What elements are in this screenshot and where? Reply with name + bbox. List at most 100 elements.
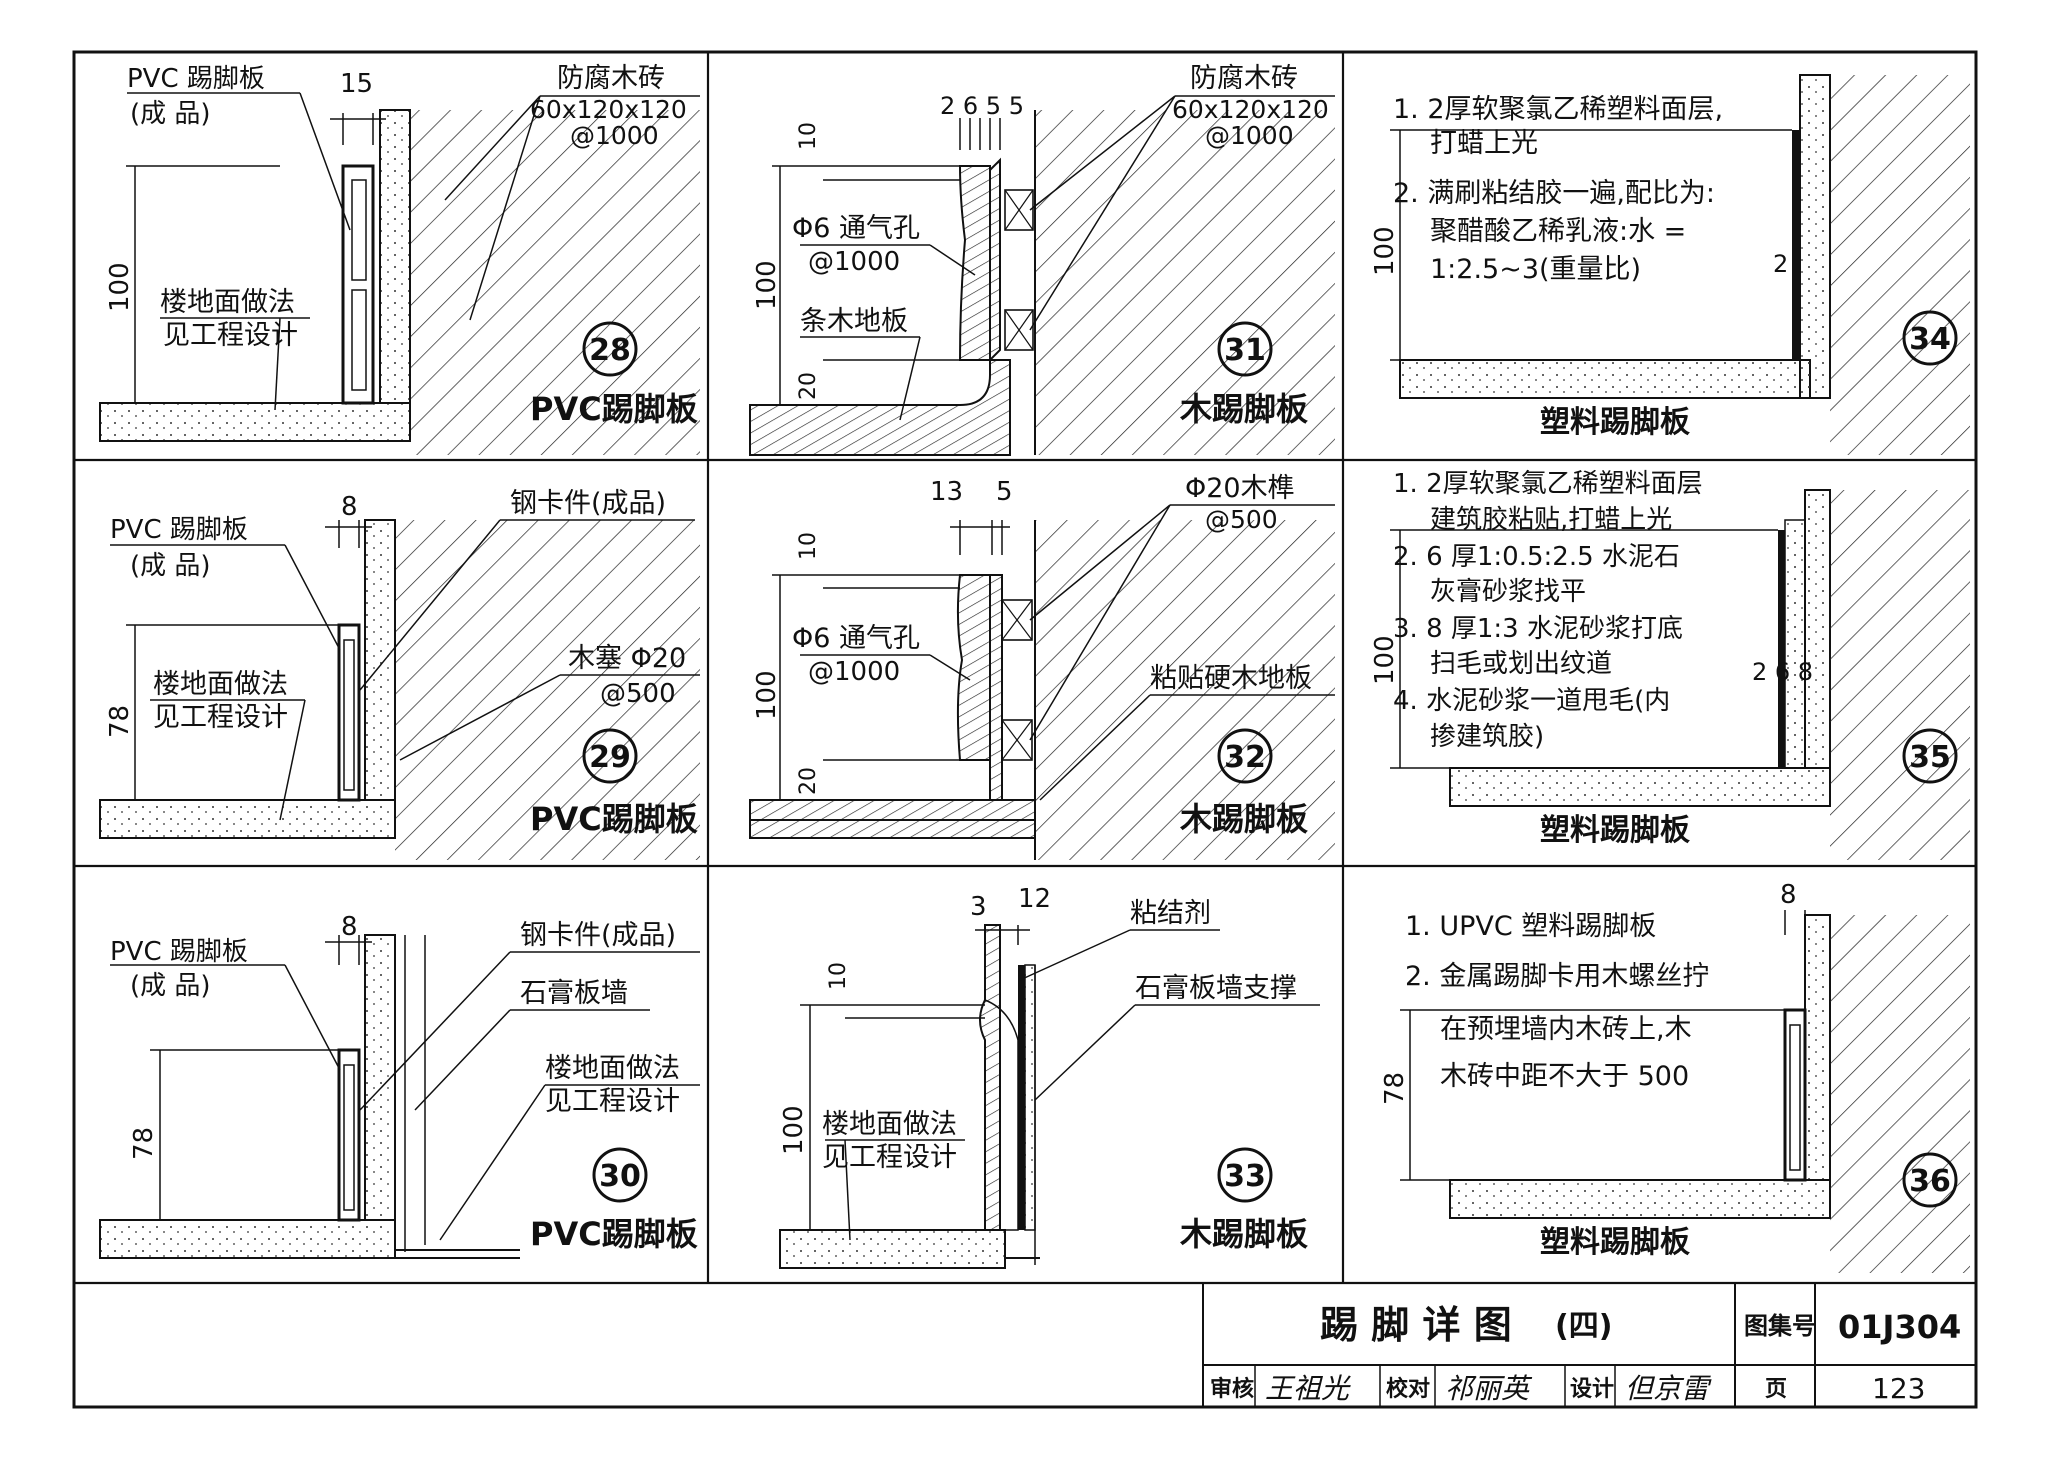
d35-number: 35 <box>1909 740 1951 775</box>
d35-note-5: 3. 8 厚1:3 水泥砂浆打底 <box>1393 614 1683 644</box>
d34-note-2: 打蜡上光 <box>1430 128 1538 159</box>
d31-label-a: 防腐木砖 <box>1190 63 1298 94</box>
d32-dim-h1: 10 <box>796 532 821 560</box>
d35-note-1: 1. 2厚软聚氯乙稀塑料面层 <box>1393 469 1703 499</box>
d35-title: 塑料踢脚板 <box>1540 813 1690 848</box>
d31-label-b: 60x120x120 <box>1172 95 1329 124</box>
d35-dim-h: 100 <box>1370 635 1400 685</box>
d30-number: 30 <box>599 1159 641 1194</box>
d30-dim-h: 78 <box>129 1127 159 1160</box>
d34-note-3: 2. 满刷粘结胶一遍,配比为: <box>1393 178 1715 209</box>
detail-34 <box>1390 74 1970 455</box>
detail-28 <box>99 92 700 455</box>
d35-note-4: 灰膏砂浆找平 <box>1430 577 1586 607</box>
sheet-title: 踢 脚 详 图 <box>1320 1303 1512 1347</box>
d36-note-1: 1. UPVC 塑料踢脚板 <box>1405 911 1656 942</box>
d28-label-d: 见工程设计 <box>163 320 298 351</box>
check-label: 校对 <box>1386 1376 1430 1402</box>
d30-label-a: PVC 踢脚板 <box>110 937 248 967</box>
d28-dim-h: 100 <box>105 262 135 312</box>
d29-label-d: 见工程设计 <box>153 702 288 733</box>
detail-29 <box>99 519 700 860</box>
d36-number: 36 <box>1909 1164 1951 1199</box>
d32-label-d: @1000 <box>808 657 900 687</box>
d31-label-f: 条木地板 <box>800 306 908 337</box>
d33-title: 木踢脚板 <box>1179 1215 1308 1253</box>
d32-label-e: 粘贴硬木地板 <box>1150 663 1312 694</box>
d35-note-3: 2. 6 厚1:0.5:2.5 水泥石 <box>1393 542 1680 572</box>
d34-note-5: 1:2.5~3(重量比) <box>1430 254 1641 285</box>
d33-dim-w2: 12 <box>1018 884 1051 914</box>
d30-label-e: 楼地面做法 <box>545 1053 680 1084</box>
d36-dim-h: 78 <box>1380 1072 1410 1105</box>
d31-dim-h2: 20 <box>796 372 821 400</box>
d33-label-c: 楼地面做法 <box>822 1109 957 1140</box>
detail-31 <box>749 95 1335 456</box>
d28-label-a: PVC 踢脚板 <box>127 64 265 94</box>
d31-dim-h: 100 <box>752 260 782 310</box>
d31-dim-h1: 10 <box>796 122 821 150</box>
d28-label-f: 60x120x120 <box>530 95 687 124</box>
d31-label-d: Φ6 通气孔 <box>792 213 920 244</box>
d36-badge: 36 <box>1902 1152 1958 1208</box>
reviewer-signature: 王祖光 <box>1265 1372 1351 1405</box>
d30-label-d: 石膏板墙 <box>520 978 628 1009</box>
d33-label-b: 石膏板墙支撑 <box>1135 973 1297 1004</box>
d32-dim-w2: 5 <box>996 477 1013 507</box>
d30-label-f: 见工程设计 <box>545 1086 680 1117</box>
d35-note-7: 4. 水泥砂浆一道甩毛(内 <box>1393 686 1670 716</box>
d34-note-4: 聚醋酸乙稀乳液:水 = <box>1430 216 1686 247</box>
d32-label-b: @500 <box>1205 505 1278 534</box>
d32-label-a: Φ20木榫 <box>1185 473 1295 504</box>
d33-label-a: 粘结剂 <box>1130 898 1211 929</box>
d32-dim-h: 100 <box>752 670 782 720</box>
d32-dim-w1: 13 <box>930 477 963 507</box>
d36-dim-w: 8 <box>1780 880 1797 910</box>
d31-title: 木踢脚板 <box>1179 390 1308 428</box>
d28-label-e: 防腐木砖 <box>557 63 665 94</box>
d35-note-6: 扫毛或划出纹道 <box>1430 649 1612 679</box>
detail-32 <box>749 504 1335 860</box>
d32-title: 木踢脚板 <box>1179 800 1308 838</box>
d28-title: PVC踢脚板 <box>530 390 698 428</box>
d28-badge: 28 <box>582 321 638 377</box>
design-label: 设计 <box>1570 1377 1614 1402</box>
d28-label-g: @1000 <box>570 121 659 150</box>
d29-label-c: 楼地面做法 <box>153 669 288 700</box>
detail-33 <box>779 924 1320 1269</box>
review-label: 审核 <box>1210 1376 1254 1402</box>
d33-dim-w1: 3 <box>970 892 987 922</box>
d28-label-c: 楼地面做法 <box>160 287 295 318</box>
d35-badge: 35 <box>1902 728 1958 784</box>
page-label: 页 <box>1765 1377 1787 1402</box>
d32-number: 32 <box>1224 740 1266 775</box>
d31-label-c: @1000 <box>1205 121 1294 150</box>
designer-signature: 但京雷 <box>1625 1372 1712 1405</box>
d29-badge: 29 <box>582 728 638 784</box>
d31-dim-w: 2 6 5 5 <box>940 92 1024 120</box>
d33-dim-h: 100 <box>779 1105 809 1155</box>
d30-label-b: (成 品) <box>130 971 211 1001</box>
d33-label-d: 见工程设计 <box>822 1142 957 1173</box>
d30-label-c: 钢卡件(成品) <box>520 920 676 951</box>
d35-dim-t: 2 6 8 <box>1752 658 1813 686</box>
d34-dim-t: 2 <box>1773 250 1788 278</box>
d34-number: 34 <box>1909 322 1951 357</box>
d34-note-1: 1. 2厚软聚氯乙稀塑料面层, <box>1393 94 1723 125</box>
d33-badge: 33 <box>1217 1147 1273 1203</box>
d32-label-c: Φ6 通气孔 <box>792 623 920 654</box>
d29-dim-h: 78 <box>105 705 135 738</box>
d32-dim-h2: 20 <box>796 767 821 795</box>
d29-label-f: 木塞 Φ20 <box>568 643 686 674</box>
checker-signature: 祁丽英 <box>1445 1372 1533 1405</box>
d29-label-e: 钢卡件(成品) <box>510 488 666 519</box>
d33-dim-h1: 10 <box>826 962 851 990</box>
d34-title: 塑料踢脚板 <box>1540 405 1690 440</box>
d31-badge: 31 <box>1217 321 1273 377</box>
detail-36 <box>1400 910 1970 1273</box>
d30-badge: 30 <box>592 1147 648 1203</box>
d29-label-a: PVC 踢脚板 <box>110 515 248 545</box>
atlas-number: 01J304 <box>1838 1308 1961 1346</box>
d29-title: PVC踢脚板 <box>530 800 698 838</box>
